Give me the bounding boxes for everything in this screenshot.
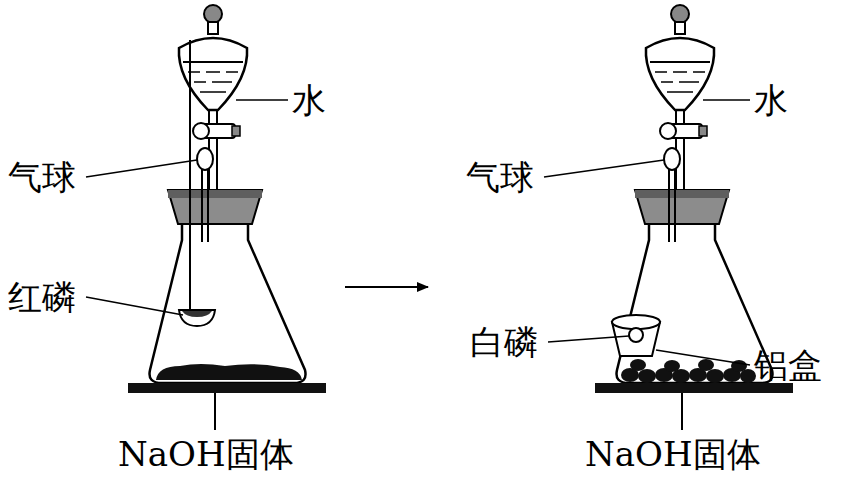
part-label: 水 (754, 80, 788, 120)
part-label: 气球 (466, 157, 534, 197)
part-label: 白磷 (470, 322, 538, 362)
part-label: 水 (292, 80, 326, 120)
part-label: 红磷 (8, 277, 76, 317)
spoon-rod (189, 40, 191, 310)
part-label: 铝盒 (754, 345, 822, 385)
combustion-spoon (179, 310, 215, 326)
part-label: NaOH固体 (118, 434, 294, 474)
naoh-solid (156, 364, 302, 380)
red-phosphorus (182, 311, 212, 317)
leader-lines (86, 100, 750, 365)
white-phosphorus (629, 328, 643, 342)
part-label: NaOH固体 (585, 434, 761, 474)
part-label: 气球 (8, 157, 76, 197)
process-arrow (345, 286, 428, 288)
left-apparatus (128, 5, 326, 430)
